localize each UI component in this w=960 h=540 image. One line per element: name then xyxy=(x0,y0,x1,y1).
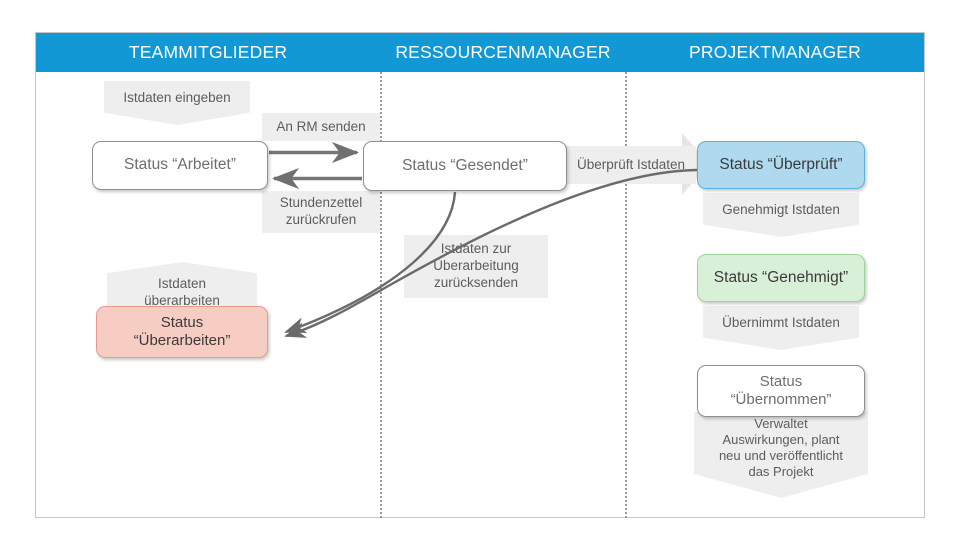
node-uebernommen-line2: “Übernommen” xyxy=(730,391,832,408)
label-zuruecksenden-line3: zurücksenden xyxy=(433,274,519,290)
label-stundenzettel-line1: Stundenzettel xyxy=(279,195,363,211)
label-istdaten-ueberarbeiten-line2: überarbeiten xyxy=(144,292,220,308)
node-status-gesendet[interactable]: Status “Gesendet” xyxy=(363,141,567,191)
lane-header-teammitglieder: TEAMMITGLIEDER xyxy=(128,42,288,62)
lane-header-projektmanager: PROJEKTMANAGER xyxy=(689,42,861,62)
arrow-gesendet-to-ueberarbeiten xyxy=(284,191,457,334)
label-verwaltet-line1: Verwaltet xyxy=(754,415,808,431)
label-zuruecksenden-line1: Istdaten zur xyxy=(440,241,512,257)
label-verwaltet-line2: Auswirkungen, plant xyxy=(722,431,840,447)
label-istdaten-ueberarbeiten: Istdaten überarbeiten xyxy=(107,262,257,313)
node-status-genehmigt[interactable]: Status “Genehmigt” xyxy=(697,254,865,302)
node-status-ueberprueft[interactable]: Status “Überprüft” xyxy=(697,141,865,189)
lane-divider-2 xyxy=(625,72,627,518)
label-verwaltet-line3: neu und veröffentlicht xyxy=(718,448,844,463)
arrow-ueberprueft-to-ueberarbeiten xyxy=(284,168,701,338)
label-stundenzettel-line2: zurückrufen xyxy=(285,212,357,227)
node-uebernommen-line1: Status xyxy=(759,373,803,391)
label-an-rm-senden: An RM senden xyxy=(262,113,380,141)
label-istdaten-zur-ueberarbeitung-zuruecksenden: Istdaten zur Überarbeitung zurücksenden xyxy=(404,235,548,298)
node-status-arbeitet[interactable]: Status “Arbeitet” xyxy=(92,141,268,190)
node-ueberarbeiten-line2: “Überarbeiten” xyxy=(133,332,231,349)
label-ueberprueft-istdaten: Überprüft Istdaten xyxy=(566,146,696,184)
label-verwaltet-line4: das Projekt xyxy=(748,464,814,480)
lane-header-ressourcenmanager: RESSOURCENMANAGER xyxy=(395,42,611,62)
label-zuruecksenden-line2: Überarbeitung xyxy=(433,258,519,274)
node-status-uebernommen[interactable]: Status “Übernommen” xyxy=(697,365,865,417)
node-status-ueberarbeiten[interactable]: Status “Überarbeiten” xyxy=(96,306,268,358)
lane-header-band: TEAMMITGLIEDER RESSOURCENMANAGER PROJEKT… xyxy=(36,33,924,72)
label-stundenzettel-zurueckrufen: Stundenzettel zurückrufen xyxy=(262,191,380,233)
node-ueberarbeiten-line1: Status xyxy=(160,314,204,332)
lane-divider-1 xyxy=(380,72,382,518)
label-istdaten-ueberarbeiten-line1: Istdaten xyxy=(157,275,207,291)
